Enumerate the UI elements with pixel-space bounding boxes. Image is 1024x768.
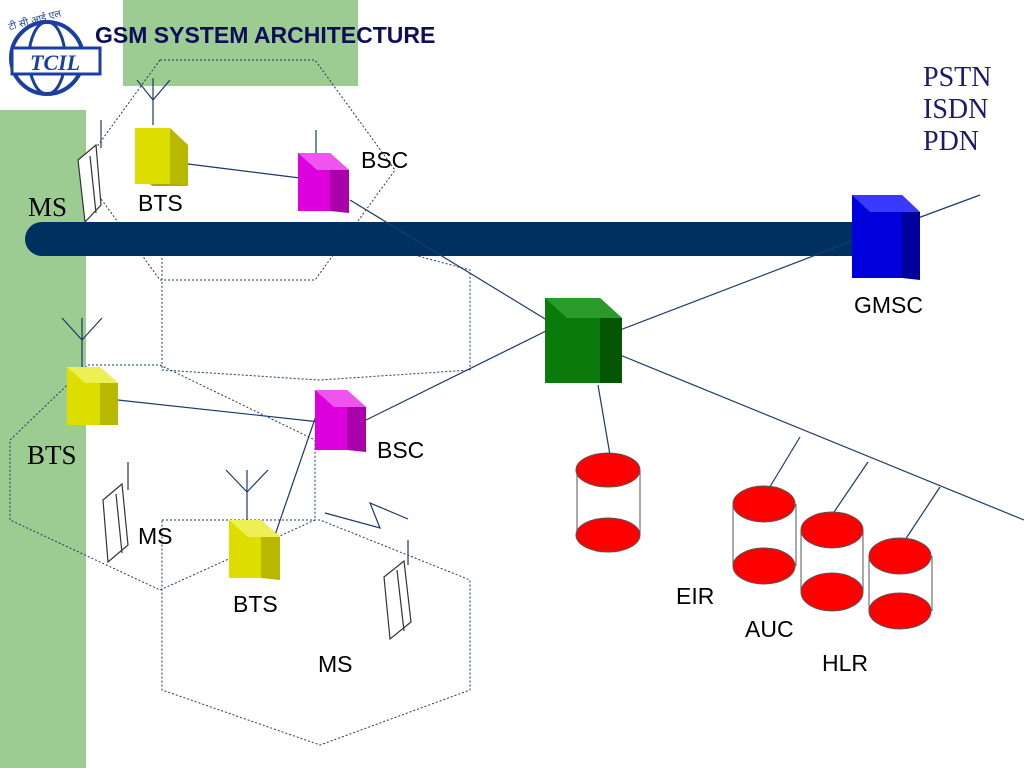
label-bts-top: BTS bbox=[138, 190, 183, 216]
network-isdn: ISDN bbox=[923, 94, 989, 125]
antenna-icon bbox=[61, 317, 103, 368]
network-pstn: PSTN bbox=[923, 62, 992, 93]
label-bsc-bottom: BSC bbox=[377, 437, 425, 463]
antenna-icon bbox=[225, 469, 269, 520]
external-networks: PSTN ISDN PDN bbox=[923, 62, 991, 158]
bsc-top bbox=[298, 153, 349, 213]
network-pdn: PDN bbox=[923, 126, 980, 157]
tcil-logo: TCIL टी सी आई एल bbox=[7, 7, 102, 96]
gmsc bbox=[852, 195, 920, 280]
logo-text: TCIL bbox=[30, 50, 80, 75]
label-eir: EIR bbox=[676, 583, 715, 609]
bts-top bbox=[135, 128, 188, 186]
label-bts-bottom: BTS bbox=[233, 591, 278, 617]
bts-bottom bbox=[229, 520, 280, 580]
msc bbox=[545, 298, 622, 383]
database-icon bbox=[732, 485, 797, 585]
page-title: GSM SYSTEM ARCHITECTURE bbox=[95, 22, 436, 48]
antenna-icon bbox=[136, 78, 171, 125]
ms-phones bbox=[77, 143, 412, 641]
left-green-bar bbox=[0, 110, 86, 768]
database-icon bbox=[575, 452, 641, 553]
label-ms-bottom: MS bbox=[318, 651, 353, 677]
phone-icon bbox=[383, 559, 412, 641]
label-auc: AUC bbox=[745, 616, 794, 642]
cell-hexagon bbox=[161, 519, 471, 746]
label-ms-left: MS bbox=[28, 192, 68, 222]
bsc-bottom bbox=[315, 390, 366, 452]
databases bbox=[575, 452, 933, 630]
label-bts-left: BTS bbox=[27, 440, 77, 470]
label-ms-mid: MS bbox=[138, 523, 173, 549]
label-hlr: HLR bbox=[822, 650, 869, 676]
label-bsc-top: BSC bbox=[361, 147, 409, 173]
database-icon bbox=[868, 537, 933, 630]
database-icon bbox=[800, 511, 864, 612]
label-gmsc: GMSC bbox=[854, 292, 923, 318]
links bbox=[100, 120, 1024, 565]
phone-icon bbox=[102, 482, 129, 564]
top-green-bar bbox=[123, 0, 358, 86]
bts-left bbox=[67, 367, 118, 425]
antennas bbox=[61, 78, 269, 520]
phone-icon bbox=[77, 143, 102, 224]
